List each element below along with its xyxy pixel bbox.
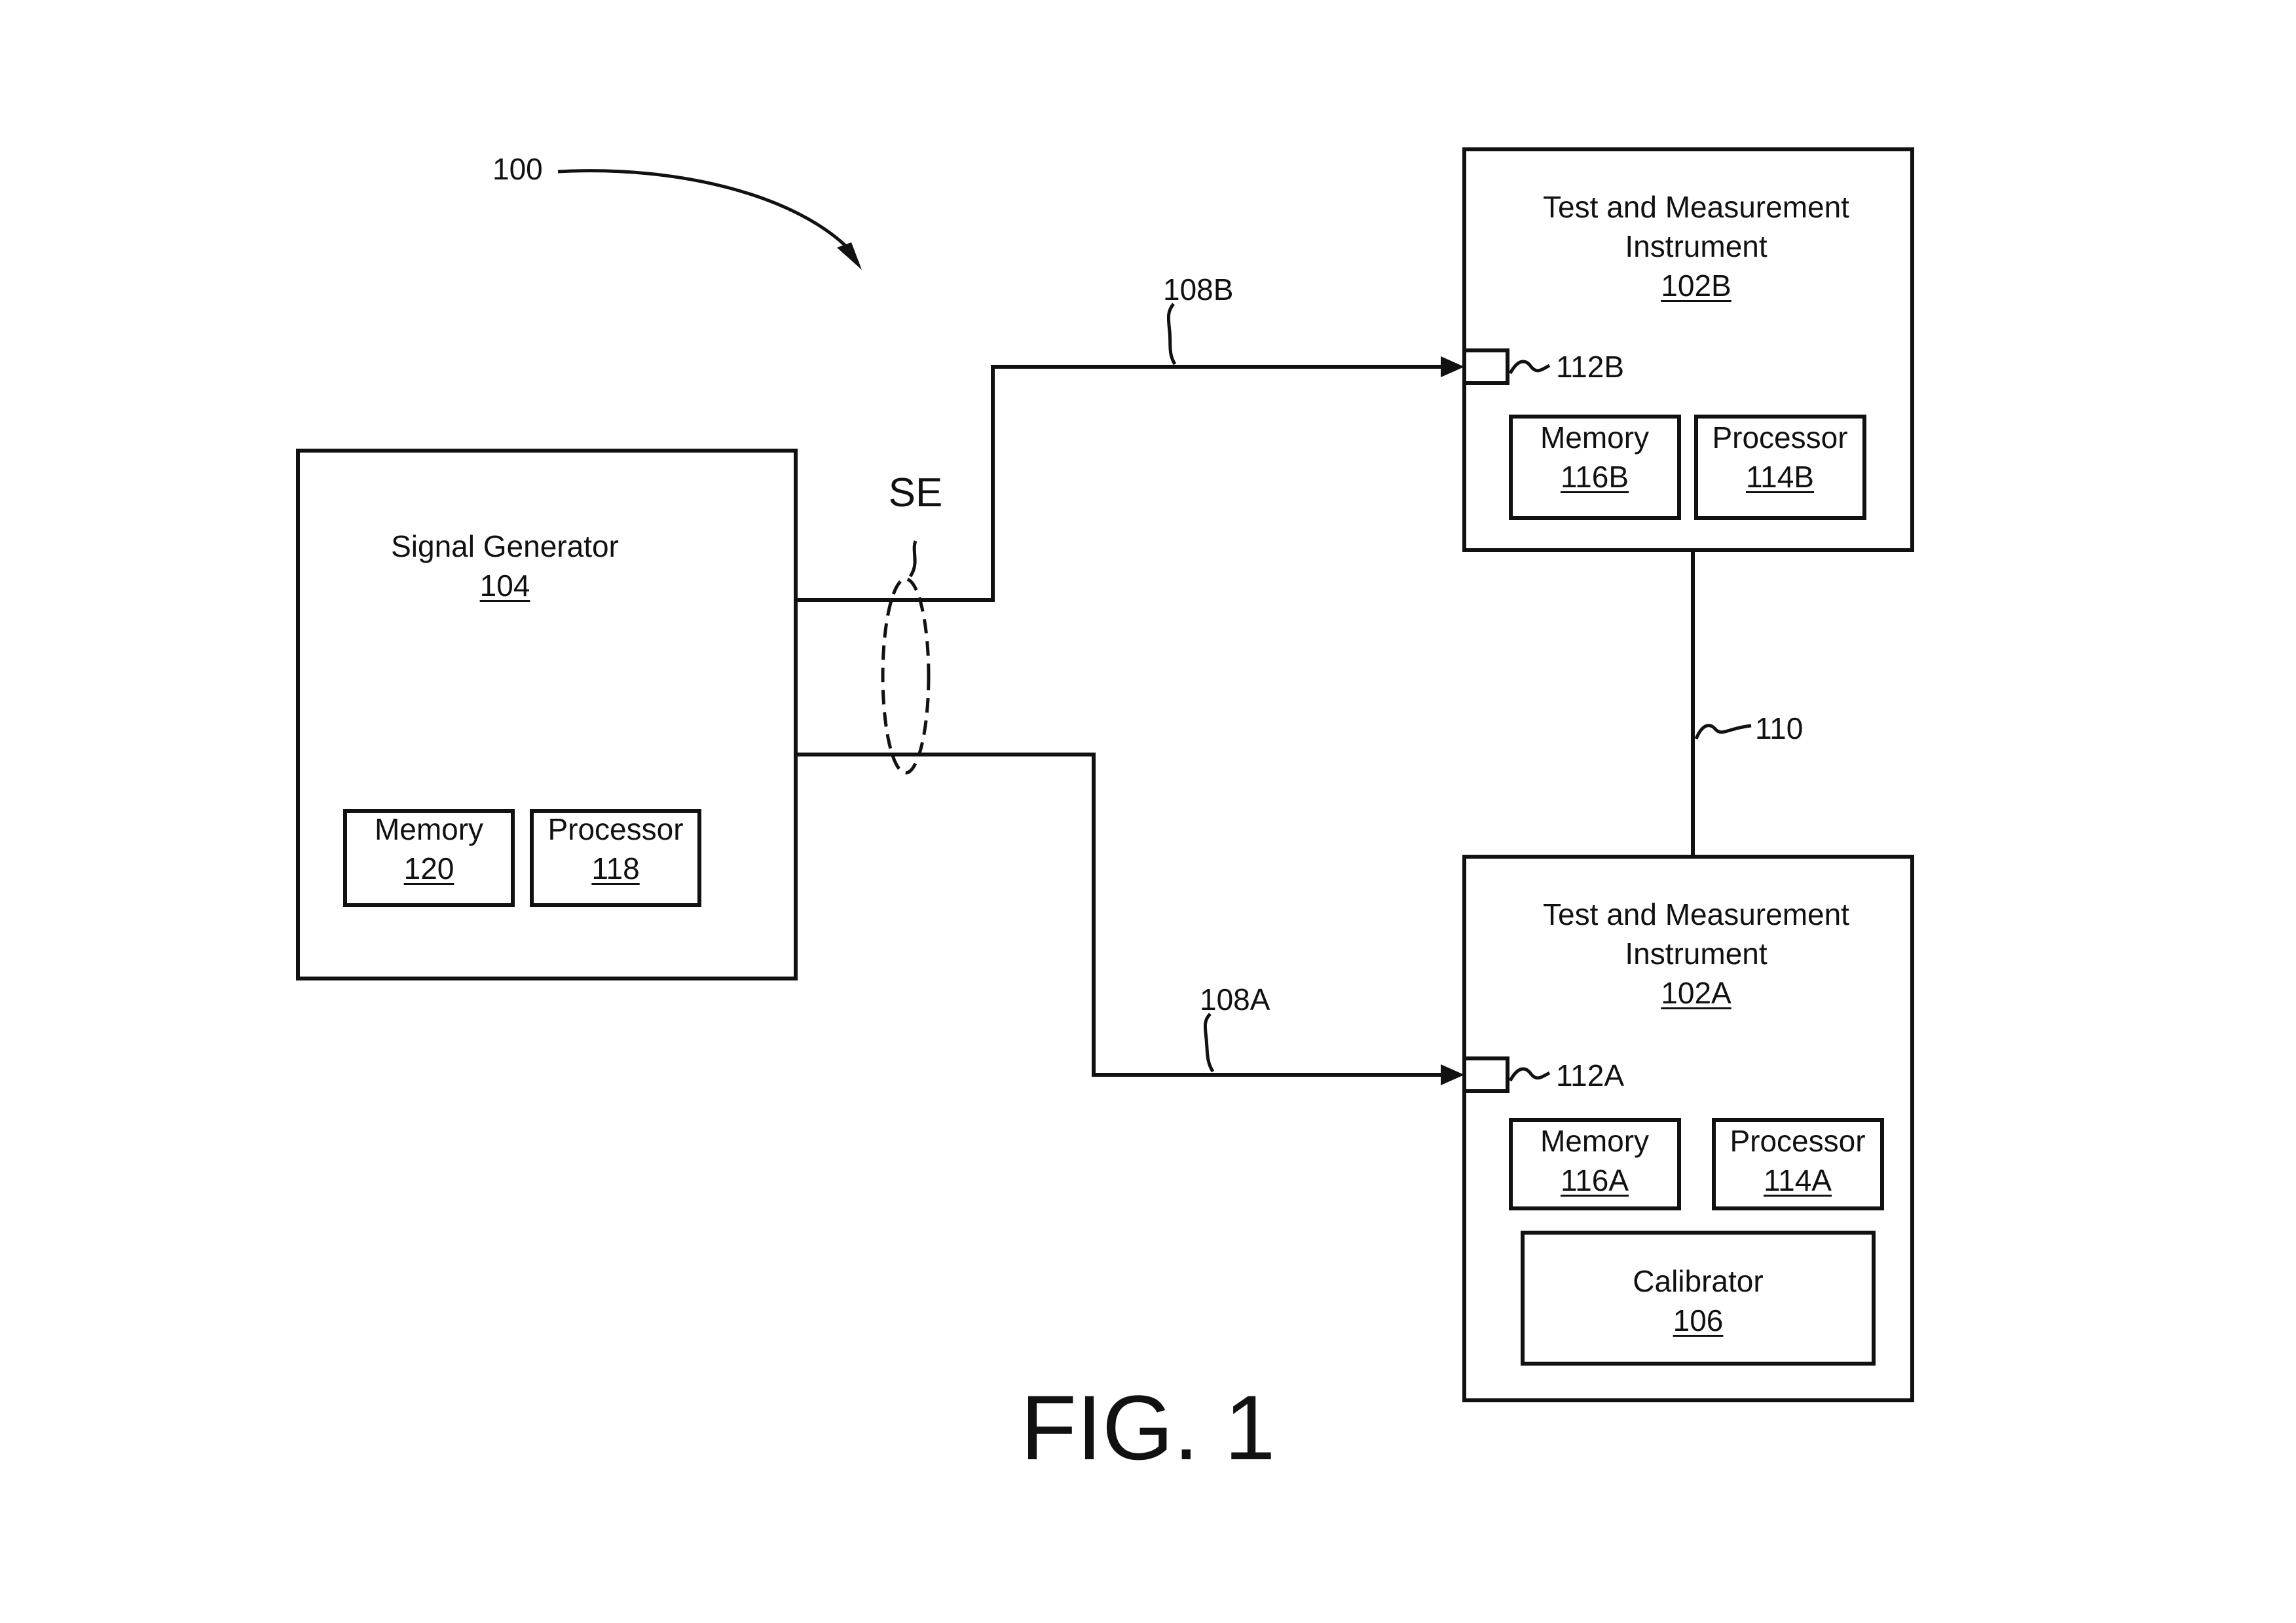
signal-generator-name: Signal Generator — [391, 529, 619, 563]
leader-se — [908, 540, 917, 578]
calibrator-box — [1521, 1231, 1876, 1366]
leader-112b — [1508, 360, 1551, 375]
instrument-b-title: Test and Measurement Instrument 102B — [1543, 187, 1849, 305]
sg-memory-box — [343, 809, 515, 907]
b-processor-box — [1694, 415, 1866, 520]
b-processor-ref: 114B — [1745, 460, 1815, 494]
link-110-label: 110 — [1755, 711, 1804, 745]
a-memory-ref: 116A — [1560, 1163, 1629, 1197]
instrument-b-ref: 102B — [1661, 269, 1731, 303]
arrowhead-100 — [837, 242, 862, 270]
sg-processor-box — [530, 809, 701, 907]
b-processor: Processor 114B — [1712, 418, 1847, 496]
b-memory-label: Memory — [1540, 420, 1650, 455]
instrument-b-title-line2: Instrument — [1625, 229, 1768, 263]
a-processor: Processor 114A — [1730, 1121, 1865, 1200]
signal-generator-title: Signal Generator 104 — [391, 527, 619, 605]
sg-processor-label: Processor — [547, 812, 684, 846]
port-112b-label: 112B — [1556, 350, 1625, 384]
ref-100-label: 100 — [492, 152, 543, 186]
a-memory-label: Memory — [1540, 1124, 1650, 1158]
signal-generator-ref: 104 — [479, 569, 530, 603]
ref-100-curve — [557, 169, 853, 253]
a-processor-ref: 114A — [1763, 1163, 1832, 1197]
port-112a-label: 112A — [1556, 1058, 1625, 1092]
line-108b — [796, 365, 1458, 602]
port-112a — [1462, 1056, 1509, 1093]
calibrator-label: Calibrator — [1633, 1264, 1764, 1298]
sg-memory: Memory 120 — [375, 810, 483, 888]
b-memory-box — [1509, 415, 1681, 520]
a-memory-box — [1509, 1118, 1681, 1210]
sg-processor: Processor 118 — [547, 810, 683, 888]
port-112b — [1462, 348, 1509, 385]
figure-label: FIG. 1 — [1020, 1376, 1276, 1479]
sg-processor-ref: 118 — [591, 851, 640, 886]
se-ellipse — [881, 577, 931, 775]
a-processor-label: Processor — [1730, 1124, 1866, 1158]
se-label: SE — [888, 470, 943, 515]
b-memory-ref: 116B — [1560, 460, 1629, 494]
leader-110 — [1694, 724, 1752, 740]
leader-112a — [1508, 1067, 1551, 1082]
line-108a-label: 108A — [1200, 982, 1270, 1017]
instrument-a-ref: 102A — [1661, 976, 1731, 1010]
calibrator: Calibrator 106 — [1633, 1261, 1763, 1340]
a-memory: Memory 116A — [1540, 1121, 1649, 1200]
signal-generator-box — [296, 449, 798, 980]
b-memory: Memory 116B — [1540, 418, 1649, 496]
calibrator-ref: 106 — [1673, 1303, 1724, 1337]
instrument-a-title-line1: Test and Measurement — [1543, 897, 1849, 931]
a-processor-box — [1712, 1118, 1884, 1210]
sg-memory-label: Memory — [374, 812, 484, 846]
instrument-a-title-line2: Instrument — [1625, 937, 1768, 971]
line-108b-label: 108B — [1163, 272, 1234, 307]
instrument-a-box — [1462, 855, 1914, 1402]
instrument-b-title-line1: Test and Measurement — [1543, 190, 1849, 224]
leader-108a — [1203, 1013, 1215, 1073]
arrowhead-108a — [1441, 1064, 1464, 1085]
sg-memory-ref: 120 — [403, 851, 454, 886]
line-108a — [796, 753, 1458, 1077]
instrument-a-title: Test and Measurement Instrument 102A — [1543, 895, 1849, 1013]
b-processor-label: Processor — [1712, 420, 1848, 455]
leader-108b — [1166, 303, 1177, 365]
arrowhead-108b — [1441, 356, 1464, 377]
